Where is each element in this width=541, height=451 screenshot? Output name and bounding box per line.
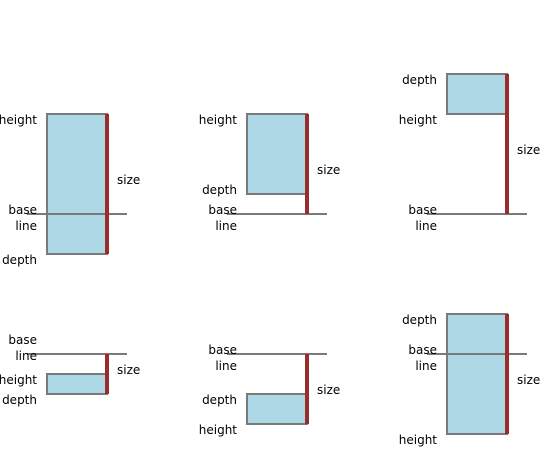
line-label: line (415, 359, 437, 373)
depth-label: depth (202, 183, 237, 197)
glyph-box (46, 373, 108, 395)
height-label: height (0, 373, 37, 387)
panel-6: depth base line height size (399, 313, 540, 447)
line-label: line (415, 219, 437, 233)
base-label: base (8, 333, 37, 347)
line-label: line (15, 349, 37, 363)
glyph-box (446, 73, 508, 115)
line-label: line (215, 219, 237, 233)
glyph-box (46, 113, 108, 255)
panel-2: height depth base line size (199, 113, 340, 233)
depth-label: depth (402, 313, 437, 327)
depth-label: depth (402, 73, 437, 87)
line-label: line (215, 359, 237, 373)
height-label: height (199, 423, 238, 437)
glyph-box (446, 313, 508, 435)
height-label: height (399, 113, 438, 127)
glyph-box (246, 113, 308, 195)
base-label: base (208, 343, 237, 357)
glyph-box (246, 393, 308, 425)
line-label: line (15, 219, 37, 233)
panel-3: depth height base line size (399, 73, 540, 233)
depth-label: depth (202, 393, 237, 407)
height-label: height (0, 113, 37, 127)
base-label: base (408, 203, 437, 217)
panel-5: base line depth height size (199, 343, 341, 437)
depth-label: depth (2, 253, 37, 267)
size-label: size (117, 173, 140, 187)
size-label: size (517, 373, 540, 387)
height-label: height (199, 113, 238, 127)
depth-label: depth (2, 393, 37, 407)
size-label: size (117, 363, 140, 377)
base-label: base (408, 343, 437, 357)
size-label: size (317, 383, 340, 397)
size-label: size (317, 163, 340, 177)
base-label: base (8, 203, 37, 217)
base-label: base (208, 203, 237, 217)
height-label: height (399, 433, 438, 447)
panel-1: height base line depth size (0, 113, 140, 267)
size-label: size (517, 143, 540, 157)
panel-4: base line height depth size (0, 333, 140, 407)
